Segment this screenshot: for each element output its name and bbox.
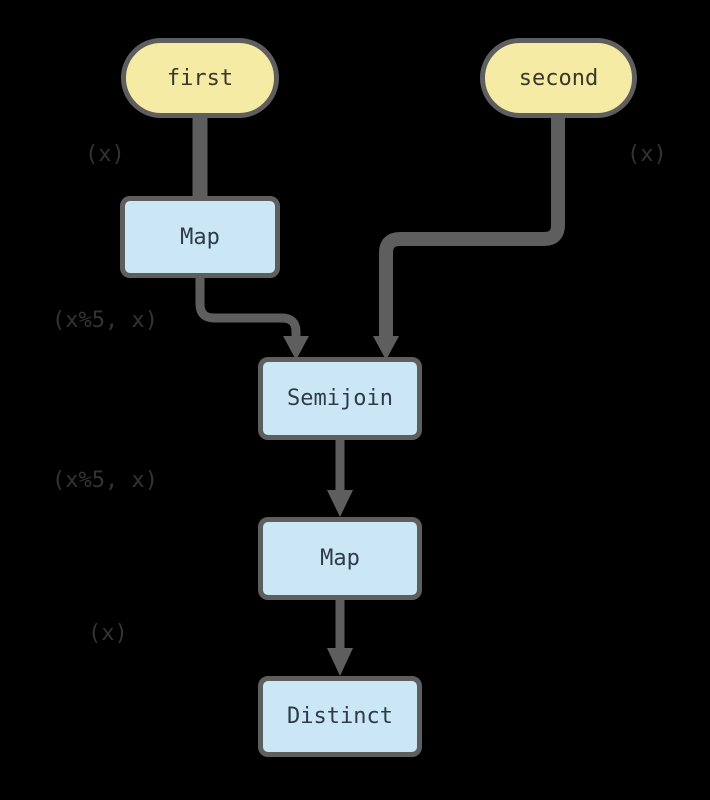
edge-label-semijoin-to-map: (x%5, x) [52,468,158,493]
node-map-1-label: Map [180,224,220,250]
edge-semijoin-to-map [327,440,353,517]
node-second-label: second [518,65,599,91]
node-distinct: Distinct [258,676,422,757]
node-distinct-label: Distinct [287,704,393,729]
node-map-1: Map [120,196,280,278]
arrowhead-icon [327,648,353,676]
arrowhead-icon [327,490,353,517]
arrowhead-icon [373,336,399,360]
edge-map-to-distinct [327,600,353,676]
node-semijoin-label: Semijoin [287,386,393,411]
node-first-label: first [166,65,234,91]
arrowhead-icon [283,336,309,360]
node-semijoin: Semijoin [258,357,422,440]
node-map-2: Map [258,517,422,600]
edge-second-to-semijoin [373,118,565,360]
edge-label-second-to-semijoin: (x) [627,142,667,167]
edge-label-first-to-map: (x) [85,142,125,167]
edge-label-map-to-semijoin: (x%5, x) [52,308,158,333]
node-map-2-label: Map [320,546,360,571]
node-first: first [121,38,279,118]
edge-label-map-to-distinct: (x) [88,621,128,646]
edge-map-to-semijoin [195,278,309,360]
node-second: second [480,38,637,118]
